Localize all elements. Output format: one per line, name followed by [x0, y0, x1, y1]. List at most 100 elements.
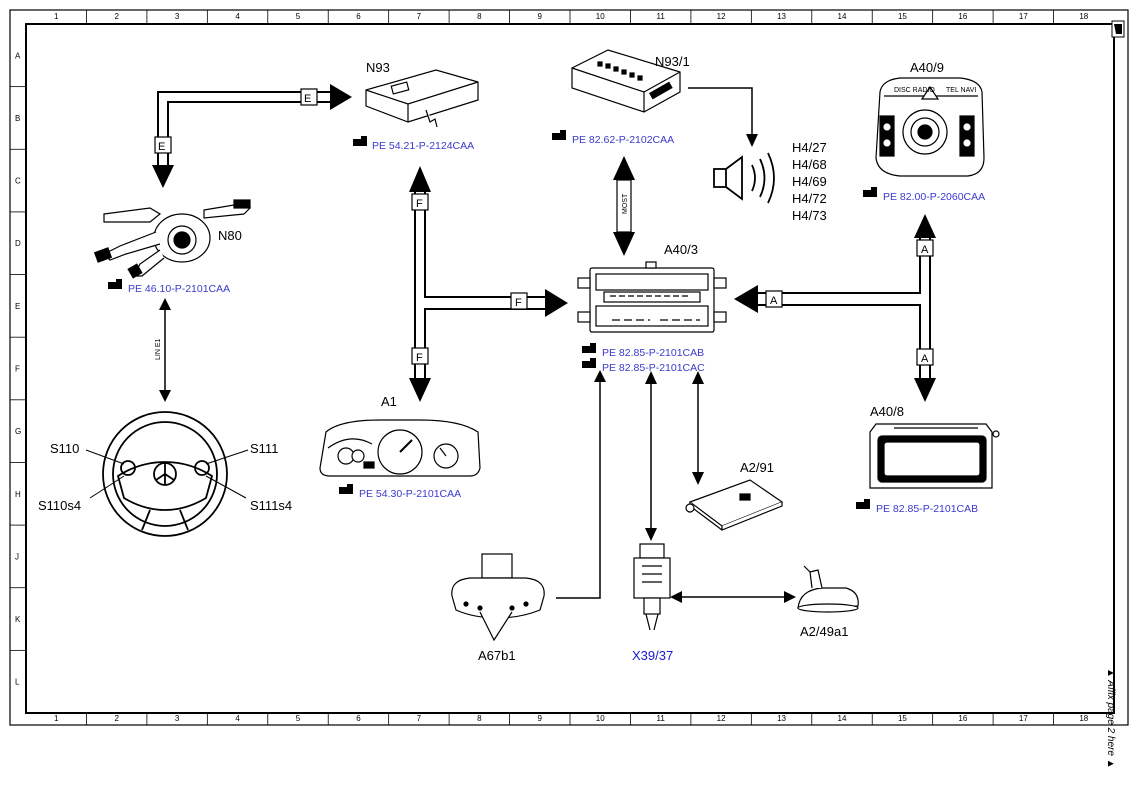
grid-row-label: C	[15, 177, 21, 186]
speaker-list: H4/27 H4/68 H4/69 H4/72 H4/73	[792, 140, 827, 223]
s110s4-leader	[89, 475, 125, 499]
grid-row-label: F	[15, 365, 20, 374]
grid-column-label: 5	[296, 12, 301, 21]
ref-text-a40-9[interactable]: PE 82.00-P-2060CAA	[883, 191, 985, 203]
grid-column-label: 14	[838, 12, 847, 21]
label-n80: N80	[218, 228, 242, 243]
grid-column-label: 2	[114, 12, 119, 21]
label-a40-9: A40/9	[910, 60, 944, 75]
grid-column-label: 3	[175, 12, 180, 21]
n93-control-unit	[365, 69, 479, 128]
tag-box-f-mid	[510, 292, 528, 310]
tag-box-a-left	[765, 290, 783, 308]
grid-column-label: 4	[235, 12, 240, 21]
a1-instrument-cluster	[319, 419, 481, 477]
grid-column-label: 3	[175, 714, 180, 723]
ref-a40-8[interactable]: PE 82.85-P-2101CAB	[856, 499, 978, 515]
lin-e1-label: LIN E1	[155, 338, 162, 360]
grid-column-label: 11	[657, 12, 666, 21]
grid-row-label: J	[15, 552, 19, 561]
label-a1: A1	[381, 394, 397, 409]
label-s111: S111	[250, 441, 278, 456]
pointing-hand-icon	[856, 499, 870, 509]
n80-combination-switch	[93, 199, 252, 279]
tag-a-lower: A	[921, 353, 929, 365]
grid-column-label: 13	[777, 714, 786, 723]
label-s110s4: S110s4	[38, 498, 81, 513]
s111s4-leader	[205, 475, 247, 499]
grid-column-markers: 1122334455667788991010111112121313141415…	[54, 10, 1089, 725]
pointing-hand-icon	[582, 358, 596, 368]
tag-f-upper: F	[416, 198, 423, 210]
grid-column-label: 2	[114, 714, 119, 723]
ref-text-a40-3-2[interactable]: PE 82.85-P-2101CAC	[602, 362, 705, 374]
ref-text-n80[interactable]: PE 46.10-P-2101CAA	[128, 283, 230, 295]
grid-column-label: 16	[958, 12, 967, 21]
grid-row-label: E	[15, 302, 20, 311]
tag-f-mid: F	[515, 297, 522, 309]
label-n93-1: N93/1	[655, 54, 690, 69]
grid-column-label: 6	[356, 12, 361, 21]
label-a67b1: A67b1	[478, 648, 516, 663]
ref-text-n93[interactable]: PE 54.21-P-2124CAA	[372, 140, 474, 152]
grid-column-label: 5	[296, 714, 301, 723]
x39-37-connector	[633, 543, 671, 631]
a40-9-control-panel	[875, 77, 985, 177]
pointing-hand-icon	[863, 187, 877, 197]
ref-text-a40-3-1[interactable]: PE 82.85-P-2101CAB	[602, 347, 704, 359]
grid-column-label: 8	[477, 12, 482, 21]
speaker-label: H4/27	[792, 140, 827, 155]
ref-a1[interactable]: PE 54.30-P-2101CAA	[339, 484, 461, 500]
grid-column-label: 10	[596, 714, 605, 723]
page-corner-icon	[1111, 20, 1125, 38]
n931-speaker-line	[688, 87, 753, 134]
speaker-label: H4/73	[792, 208, 827, 223]
a40-9-btn-tel-navi: TEL NAVI	[946, 87, 976, 94]
a40-9-btn-disc-radio: DISC RADIO	[894, 87, 935, 94]
tag-box-e-left	[154, 136, 172, 154]
tag-box-f-lower	[411, 347, 429, 365]
grid-column-label: 8	[477, 714, 482, 723]
grid-column-label: 16	[958, 714, 967, 723]
a40-3-head-unit	[577, 261, 727, 333]
ref-text-a1[interactable]: PE 54.30-P-2101CAA	[359, 488, 461, 500]
tag-e-top: E	[304, 93, 311, 105]
grid-row-label: B	[15, 114, 20, 123]
grid-column-label: 15	[898, 12, 907, 21]
tag-box-e-top	[300, 88, 318, 106]
tag-box-f-upper	[411, 193, 429, 211]
grid-row-label: L	[15, 678, 20, 687]
grid-column-label: 17	[1019, 714, 1028, 723]
grid-column-label: 18	[1079, 12, 1088, 21]
grid-row-label: K	[15, 615, 21, 624]
grid-row-label: G	[15, 427, 21, 436]
ref-a40-3-1[interactable]: PE 82.85-P-2101CAB	[582, 343, 704, 359]
s110-leader	[85, 449, 125, 465]
ref-text-n93-1[interactable]: PE 82.62-P-2102CAA	[572, 134, 674, 146]
ref-text-a40-8[interactable]: PE 82.85-P-2101CAB	[876, 503, 978, 515]
tag-a-left: A	[770, 295, 778, 307]
grid-column-label: 7	[417, 714, 422, 723]
label-a40-3: A40/3	[664, 242, 698, 257]
pointing-hand-icon	[339, 484, 353, 494]
pointing-hand-icon	[108, 279, 122, 289]
ref-a40-9[interactable]: PE 82.00-P-2060CAA	[863, 187, 985, 203]
label-s110: S110	[50, 441, 79, 456]
a67b1-line	[556, 382, 601, 599]
grid-column-label: 12	[717, 714, 726, 723]
grid-column-label: 1	[54, 714, 59, 723]
tag-box-a-lower	[916, 348, 934, 366]
tag-a-upper: A	[921, 244, 929, 256]
ref-n93[interactable]: PE 54.21-P-2124CAA	[353, 136, 474, 152]
label-s111s4: S111s4	[250, 498, 292, 513]
ref-a40-3-2[interactable]: PE 82.85-P-2101CAC	[582, 358, 705, 374]
grid-row-label: H	[15, 490, 21, 499]
ref-n93-1[interactable]: PE 82.62-P-2102CAA	[552, 130, 674, 146]
n93-1-control-unit	[571, 49, 681, 113]
tag-most: MOST	[622, 193, 629, 214]
grid-row-label: A	[15, 51, 21, 60]
ref-n80[interactable]: PE 46.10-P-2101CAA	[108, 279, 230, 295]
grid-column-label: 7	[417, 12, 422, 21]
grid-column-label: 15	[898, 714, 907, 723]
